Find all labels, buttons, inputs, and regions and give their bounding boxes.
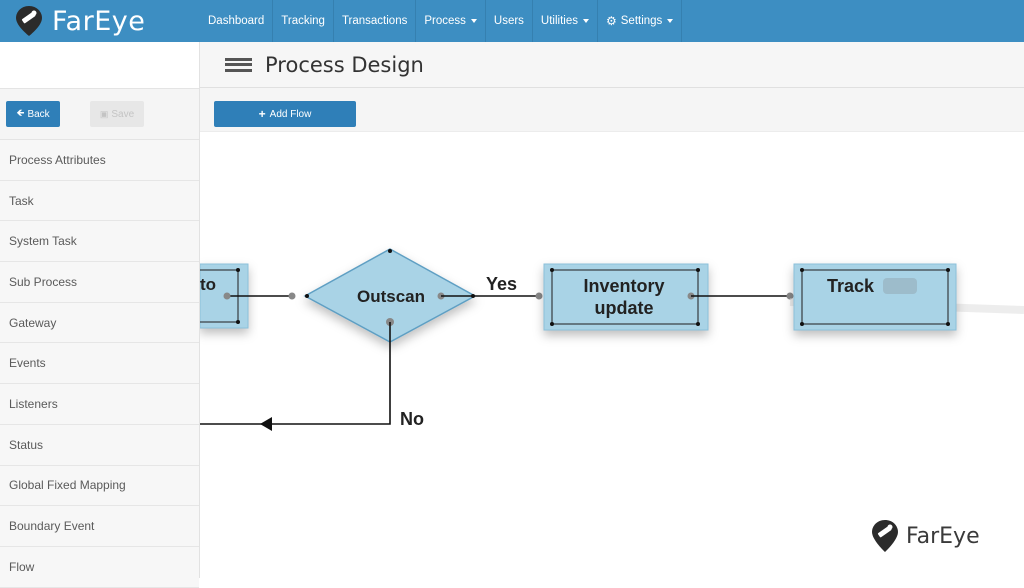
page-header: Process Design xyxy=(200,42,1024,88)
connector-dot xyxy=(223,292,231,300)
sidebar-item-process-attributes[interactable]: Process Attributes xyxy=(0,140,199,181)
map-pin-logo-icon xyxy=(872,520,898,552)
sidebar-item-label: Gateway xyxy=(9,315,57,330)
watermark-text: FarEye xyxy=(906,523,980,549)
sidebar-item-label: Status xyxy=(9,437,44,452)
top-navbar: FarEye Dashboard Tracking Transactions P… xyxy=(0,0,1024,42)
nav-label: Utilities xyxy=(540,15,578,27)
sidebar-item-system-task[interactable]: System Task xyxy=(0,221,199,263)
brand-name: FarEye xyxy=(52,5,146,37)
page-title: Process Design xyxy=(265,52,424,77)
nav-label: Dashboard xyxy=(208,15,265,27)
blurred-text xyxy=(883,278,917,294)
sidebar-item-sub-process[interactable]: Sub Process xyxy=(0,262,199,303)
nav-label: Settings xyxy=(620,15,663,27)
nav-utilities[interactable]: Utilities xyxy=(533,0,598,42)
task-node-track[interactable]: Track xyxy=(793,263,957,331)
hamburger-menu-icon[interactable] xyxy=(225,57,252,72)
sidebar-menu: Process Attributes Task System Task Sub … xyxy=(0,140,199,588)
add-flow-button[interactable]: + Add Flow xyxy=(214,101,356,127)
caret-down-icon xyxy=(667,19,674,23)
save-label: Save xyxy=(111,108,135,120)
fareye-watermark: FarEye xyxy=(868,518,980,554)
nav-settings[interactable]: ⚙Settings xyxy=(598,0,683,42)
connector-dot xyxy=(786,292,794,300)
edge-label-yes: Yes xyxy=(486,274,517,294)
sidebar-item-task[interactable]: Task xyxy=(0,180,199,222)
sidebar-item-flow[interactable]: Flow xyxy=(0,546,199,588)
nav-dashboard[interactable]: Dashboard xyxy=(200,0,274,42)
task-label-line1: Inventory xyxy=(583,276,664,296)
sidebar-item-global-fixed-mapping[interactable]: Global Fixed Mapping xyxy=(0,465,199,507)
sidebar-item-status[interactable]: Status xyxy=(0,424,199,466)
add-flow-label: Add Flow xyxy=(269,108,312,120)
save-button[interactable]: ▣ Save xyxy=(90,101,144,127)
node-label: to xyxy=(200,275,216,294)
sidebar-actions: 🡸 Back ▣ Save xyxy=(0,88,199,140)
sidebar-header xyxy=(0,42,199,88)
nav-transactions[interactable]: Transactions xyxy=(334,0,417,42)
sidebar-item-label: System Task xyxy=(9,234,77,249)
sidebar-item-gateway[interactable]: Gateway xyxy=(0,302,199,344)
nav-tracking[interactable]: Tracking xyxy=(273,0,334,42)
gear-icon: ⚙ xyxy=(605,14,617,28)
toolbar: + Add Flow xyxy=(200,88,1024,132)
back-label: Back xyxy=(27,108,50,120)
gateway-label: Outscan xyxy=(357,287,425,306)
sidebar-item-label: Flow xyxy=(9,559,35,574)
nav-users[interactable]: Users xyxy=(486,0,533,42)
caret-down-icon xyxy=(470,19,477,23)
connector-dot xyxy=(288,292,296,300)
sidebar-item-boundary-event[interactable]: Boundary Event xyxy=(0,506,199,547)
flow-edge-no[interactable] xyxy=(200,322,391,425)
sidebar: 🡸 Back ▣ Save Process Attributes Task Sy… xyxy=(0,42,200,588)
sidebar-item-label: Listeners xyxy=(9,396,58,411)
connector-dot xyxy=(535,292,543,300)
arrowhead-icon xyxy=(260,417,272,431)
sidebar-item-label: Events xyxy=(9,356,46,371)
nav-label: Users xyxy=(493,15,524,27)
sidebar-item-label: Global Fixed Mapping xyxy=(9,478,126,493)
brand-logo[interactable]: FarEye xyxy=(0,0,200,42)
nav-label: Tracking xyxy=(281,15,325,27)
edge-label-no: No xyxy=(400,409,424,429)
map-pin-logo-icon xyxy=(16,6,42,36)
sidebar-item-label: Process Attributes xyxy=(9,152,106,167)
sidebar-item-listeners[interactable]: Listeners xyxy=(0,384,199,425)
floppy-disk-icon: ▣ xyxy=(99,108,109,119)
main-nav: Dashboard Tracking Transactions Process … xyxy=(200,0,683,42)
arrow-left-icon: 🡸 xyxy=(16,107,25,119)
task-node-inventory-update[interactable]: Inventory update xyxy=(543,263,709,331)
back-button[interactable]: 🡸 Back xyxy=(6,101,60,127)
nav-process[interactable]: Process xyxy=(416,0,486,42)
nav-label: Transactions xyxy=(341,15,408,27)
sidebar-item-events[interactable]: Events xyxy=(0,343,199,385)
sidebar-item-label: Task xyxy=(9,193,34,208)
task-label: Track xyxy=(827,276,875,296)
task-label-line2: update xyxy=(594,298,653,318)
sidebar-item-label: Sub Process xyxy=(9,274,78,289)
process-diagram: to Outscan Yes Inventory xyxy=(200,248,1024,431)
sidebar-item-label: Boundary Event xyxy=(9,519,95,534)
nav-label: Process xyxy=(424,15,466,27)
process-canvas[interactable]: to Outscan Yes Inventory xyxy=(200,132,1024,578)
caret-down-icon xyxy=(582,19,589,23)
plus-icon: + xyxy=(258,107,266,121)
